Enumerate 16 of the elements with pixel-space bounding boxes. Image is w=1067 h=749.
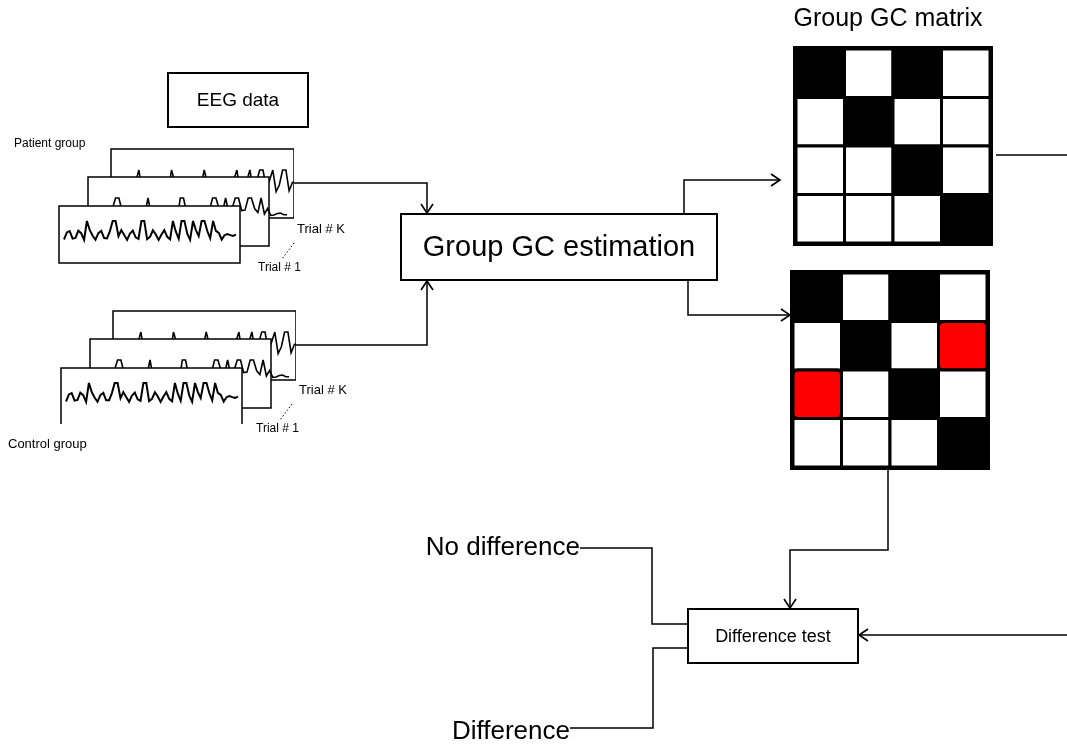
process-box: Difference test	[687, 608, 859, 664]
outcome-label: No difference	[380, 528, 580, 564]
trial-label: Trial # 1	[256, 422, 299, 434]
trial-label: Trial # K	[297, 222, 345, 235]
trial-label: Trial # 1	[258, 261, 301, 273]
matrix-title: Group GC matrix	[793, 2, 983, 32]
trial-label: Patient group	[14, 137, 86, 149]
arrow	[683, 173, 781, 214]
process-box: Group GC estimation	[400, 213, 718, 281]
trial-label: Control group	[8, 437, 87, 450]
arrow	[858, 628, 1067, 642]
arrow	[687, 280, 791, 322]
outcome-label: Difference	[400, 712, 570, 748]
trial-label: Trial # K	[299, 383, 347, 396]
process-box: EEG data	[167, 72, 309, 128]
arrow	[783, 469, 889, 609]
